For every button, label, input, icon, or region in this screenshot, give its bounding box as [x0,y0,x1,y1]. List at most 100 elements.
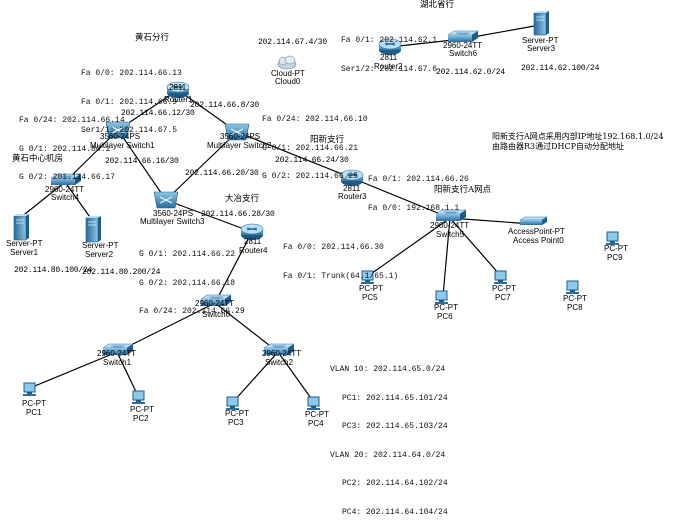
device-model-pc5: PC-PT [359,284,383,293]
yangxin-dhcp-note: 阳新支行A网点采用内部IP地址192.168.1.0/24 由路由器R3通过DH… [492,132,664,152]
device-name-router4: Router4 [239,246,268,255]
multilayer-switch-icon[interactable] [105,121,131,139]
link-switch1-pc2 [116,351,139,397]
link-switch5-pc6 [442,217,451,297]
server-icon[interactable] [85,216,101,243]
device-model-pc3: PC-PT [225,409,249,418]
device-name-pc8: PC8 [567,303,583,312]
multilayer-switch-icon[interactable] [153,191,179,209]
device-name-switch4: Switch4 [51,193,80,202]
router-icon[interactable] [240,223,264,240]
cloud-icon[interactable] [277,55,297,70]
multilayer-switch-icon[interactable] [224,123,250,141]
pc-icon[interactable] [494,270,507,284]
switch-icon[interactable] [447,30,479,42]
device-name-server1: Server1 [10,248,39,257]
switch-icon[interactable] [263,343,295,355]
device-model-switch1: 2960-24TT [97,349,137,358]
pc-icon[interactable] [23,382,36,396]
link-label-hubei-net: 202.114.62.0/24 [436,68,506,77]
pc-icon[interactable] [435,290,448,304]
link-label-mls2-mls3: 202.114.66.20/30 [185,169,259,178]
link-mls1-mls3 [117,129,167,201]
router4-addresses: Fa 0/0: 202.114.66.30 Fa 0/1: Trunk(64.1… [283,224,398,291]
address-line: PC4: 202.114.64.104/24 [342,507,448,517]
address-line: G 0/2: 202.114.66.25 [262,172,359,181]
device-name-mls2: Multilayer Switch2 [207,141,272,150]
pc-icon[interactable] [307,396,320,410]
pc-icon[interactable] [606,231,619,245]
address-line: Fa 0/0: 202.114.66.30 [283,243,384,252]
device-name-ap0: Access Point0 [513,236,564,245]
vlan-addresses: VLAN 10: 202.114.65.0/24 PC1: 202.114.65… [330,346,448,527]
zone-label-huangshi-dc: 黄石中心机房 [12,154,64,164]
device-model-pc4: PC-PT [305,410,329,419]
switch-icon[interactable] [435,209,467,221]
link-switch1-pc1 [29,351,118,389]
address-line: VLAN 10: 202.114.65.0/24 [330,365,446,374]
address-line: Fa 0/1: 202.114.66.26 [368,175,469,184]
device-model-server2: Server-PT [82,241,119,250]
device-model-switch6: 2960-24TT [443,41,483,50]
address-line: Fa 0/0: 202.114.66.13 [81,69,182,78]
address-line: PC1: 202.114.65.101/24 [342,393,448,403]
mls2-addresses: Fa 0/24: 202.114.66.10 G 0/1: 202.114.66… [262,96,368,191]
zone-label-daye: 大冶支行 [225,194,260,204]
device-name-switch5: Switch5 [436,230,465,239]
link-mls2-router3 [236,131,353,179]
address-line: PC3: 202.114.65.103/24 [342,422,448,431]
device-name-switch1: Switch1 [103,358,132,367]
device-name-pc2: PC2 [133,414,149,423]
topology-canvas [13,11,619,410]
device-model-pc2: PC-PT [130,405,154,414]
note-line: 由路由器R3通过DHCP自动分配地址 [492,142,625,151]
address-line: Fa 0/1: 202.114.66.9 [81,97,178,107]
device-name-server3: Server3 [527,44,556,53]
link-label-server1: 202.114.80.100/24 [14,266,93,275]
router-icon[interactable] [166,81,190,98]
address-line: Fa 0/0: 192.168.1.1 [368,203,460,213]
link-mls3-router4 [165,199,253,233]
device-name-pc3: PC3 [228,418,244,427]
address-line: Fa 0/24: 202.114.66.14 [19,116,125,125]
switch-icon[interactable] [102,343,134,355]
device-name-switch6: Switch6 [449,49,478,58]
address-line: G 0/1: 202.114.66.22 [139,250,236,259]
pc-icon[interactable] [566,280,579,294]
link-label-mls3-r4: 202.114.66.28/30 [201,210,275,219]
device-model-pc8: PC-PT [563,294,587,303]
link-label-server3: 202.114.62.100/24 [521,64,600,73]
device-model-pc1: PC-PT [22,399,46,408]
address-line: Fa 0/24: 202.114.66.29 [139,307,245,316]
link-label-r1-mls2: 202.114.66.8/30 [190,101,260,110]
pc-icon[interactable] [226,396,239,410]
device-name-switch0: Switch0 [202,310,231,319]
router2-addresses: Fa 0/1: 202.114.62.1 Ser1/2: 202.114.67.… [341,17,437,84]
device-name-router2: Router2 [374,62,403,71]
switch-icon[interactable] [200,294,232,306]
address-line: G 0/1: 202.114.80.1 [19,144,111,154]
link-switch5-pc7 [449,217,501,276]
device-model-router2: 2811 [380,53,398,62]
device-model-server1: Server-PT [6,239,43,248]
device-name-pc5: PC5 [362,293,378,302]
server-icon[interactable] [533,11,549,36]
link-label-r1-mls1: 202.114.66.12/30 [121,109,195,118]
pc-icon[interactable] [132,390,145,404]
device-model-mls2: 3560-24PS [220,132,261,141]
device-model-pc9: PC-PT [604,244,628,253]
pc-icon[interactable] [361,270,374,284]
address-line: Fa 0/24: 202.114.66.10 [262,115,368,124]
switch-icon[interactable] [50,173,82,185]
router-icon[interactable] [378,38,402,55]
link-switch2-pc3 [232,351,279,403]
address-line: G 0/2: 201.114.66.17 [19,173,116,182]
access-point-icon[interactable] [519,216,548,225]
link-router4-switch0 [214,231,253,304]
link-label-mls2-r3: 202.114.66.24/30 [275,156,349,165]
server-icon[interactable] [13,214,29,241]
address-line: Ser1/2: 202.114.67.6 [341,64,438,74]
link-label-server2: 202.114.80.200/24 [82,268,161,277]
device-name-router1: Router1 [164,95,193,104]
router-icon[interactable] [340,169,364,186]
